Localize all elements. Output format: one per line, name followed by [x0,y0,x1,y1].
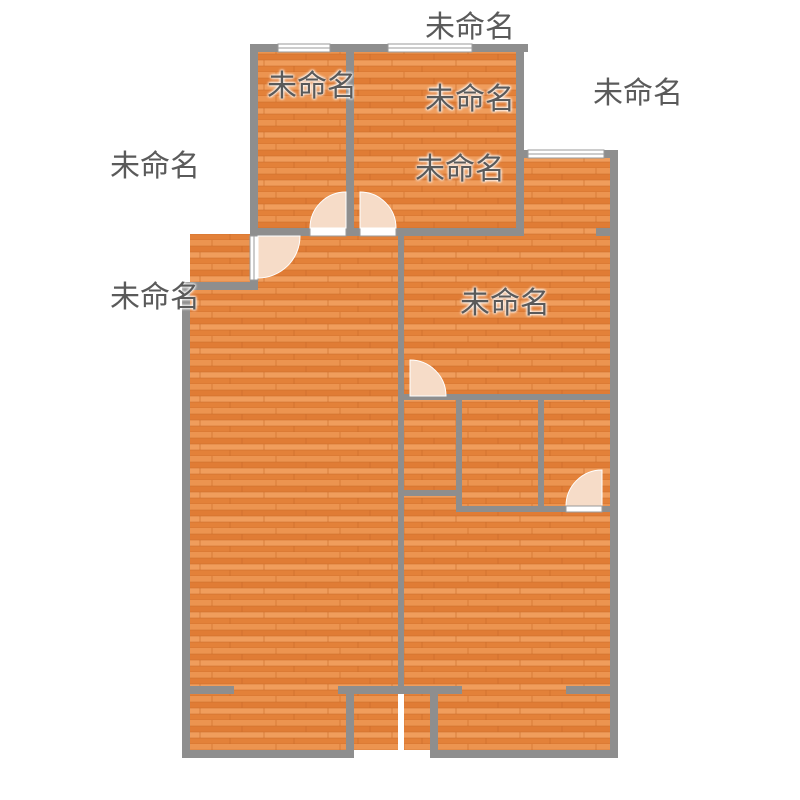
wall-left-outer [182,282,190,758]
doors [257,191,603,513]
wall-right-stub [566,686,610,694]
room-label-right-main-room: 未命名 [460,286,550,321]
wall-bottom-right [430,750,618,758]
wall-bottom-left [182,750,354,758]
wall-small-a-right [456,394,462,512]
room-label-top-middle-room: 未命名 [425,82,515,117]
wall-notch-top [338,686,462,694]
wall-notch-right [430,686,438,758]
floor-right-top-strip [522,158,610,236]
wall-left-stub [190,686,234,694]
room-label-right-outside: 未命名 [593,76,683,111]
wall-small-b-right [538,394,544,512]
door-swing-right-main [409,359,447,397]
wall-top-divider [346,44,354,234]
wall-notch-left [346,686,354,758]
wall-top-left-left [250,44,258,236]
floor-right-main-room [404,234,610,394]
wall-right-mid-horizontal [404,394,618,400]
room-label-left-outside-top: 未命名 [110,149,200,184]
wall-left-step-top [182,282,258,290]
wall-right-outer [610,150,618,758]
wall-right-nub [596,228,618,236]
floor-right-lower-room [404,496,610,750]
floor-left-big-room [190,234,398,750]
door-swing-left-step [257,235,301,279]
wall-center-vertical [398,228,404,692]
wall-small-a-bottom [404,490,456,496]
windows [249,43,605,281]
room-label-top-outside: 未命名 [425,10,515,45]
door-swing-top-left [309,191,347,229]
room-label-small-room: 未命名 [415,152,505,187]
door-swing-small-c [565,469,603,507]
door-swing-top-middle [359,191,397,229]
wall-top-middle-right [516,44,524,236]
floor-small-room-a [404,400,456,490]
wall-small-bottom [456,506,618,512]
floor-small-room-b [462,400,538,506]
room-label-top-left-room: 未命名 [267,69,357,104]
room-label-left-outside-mid: 未命名 [110,280,200,315]
